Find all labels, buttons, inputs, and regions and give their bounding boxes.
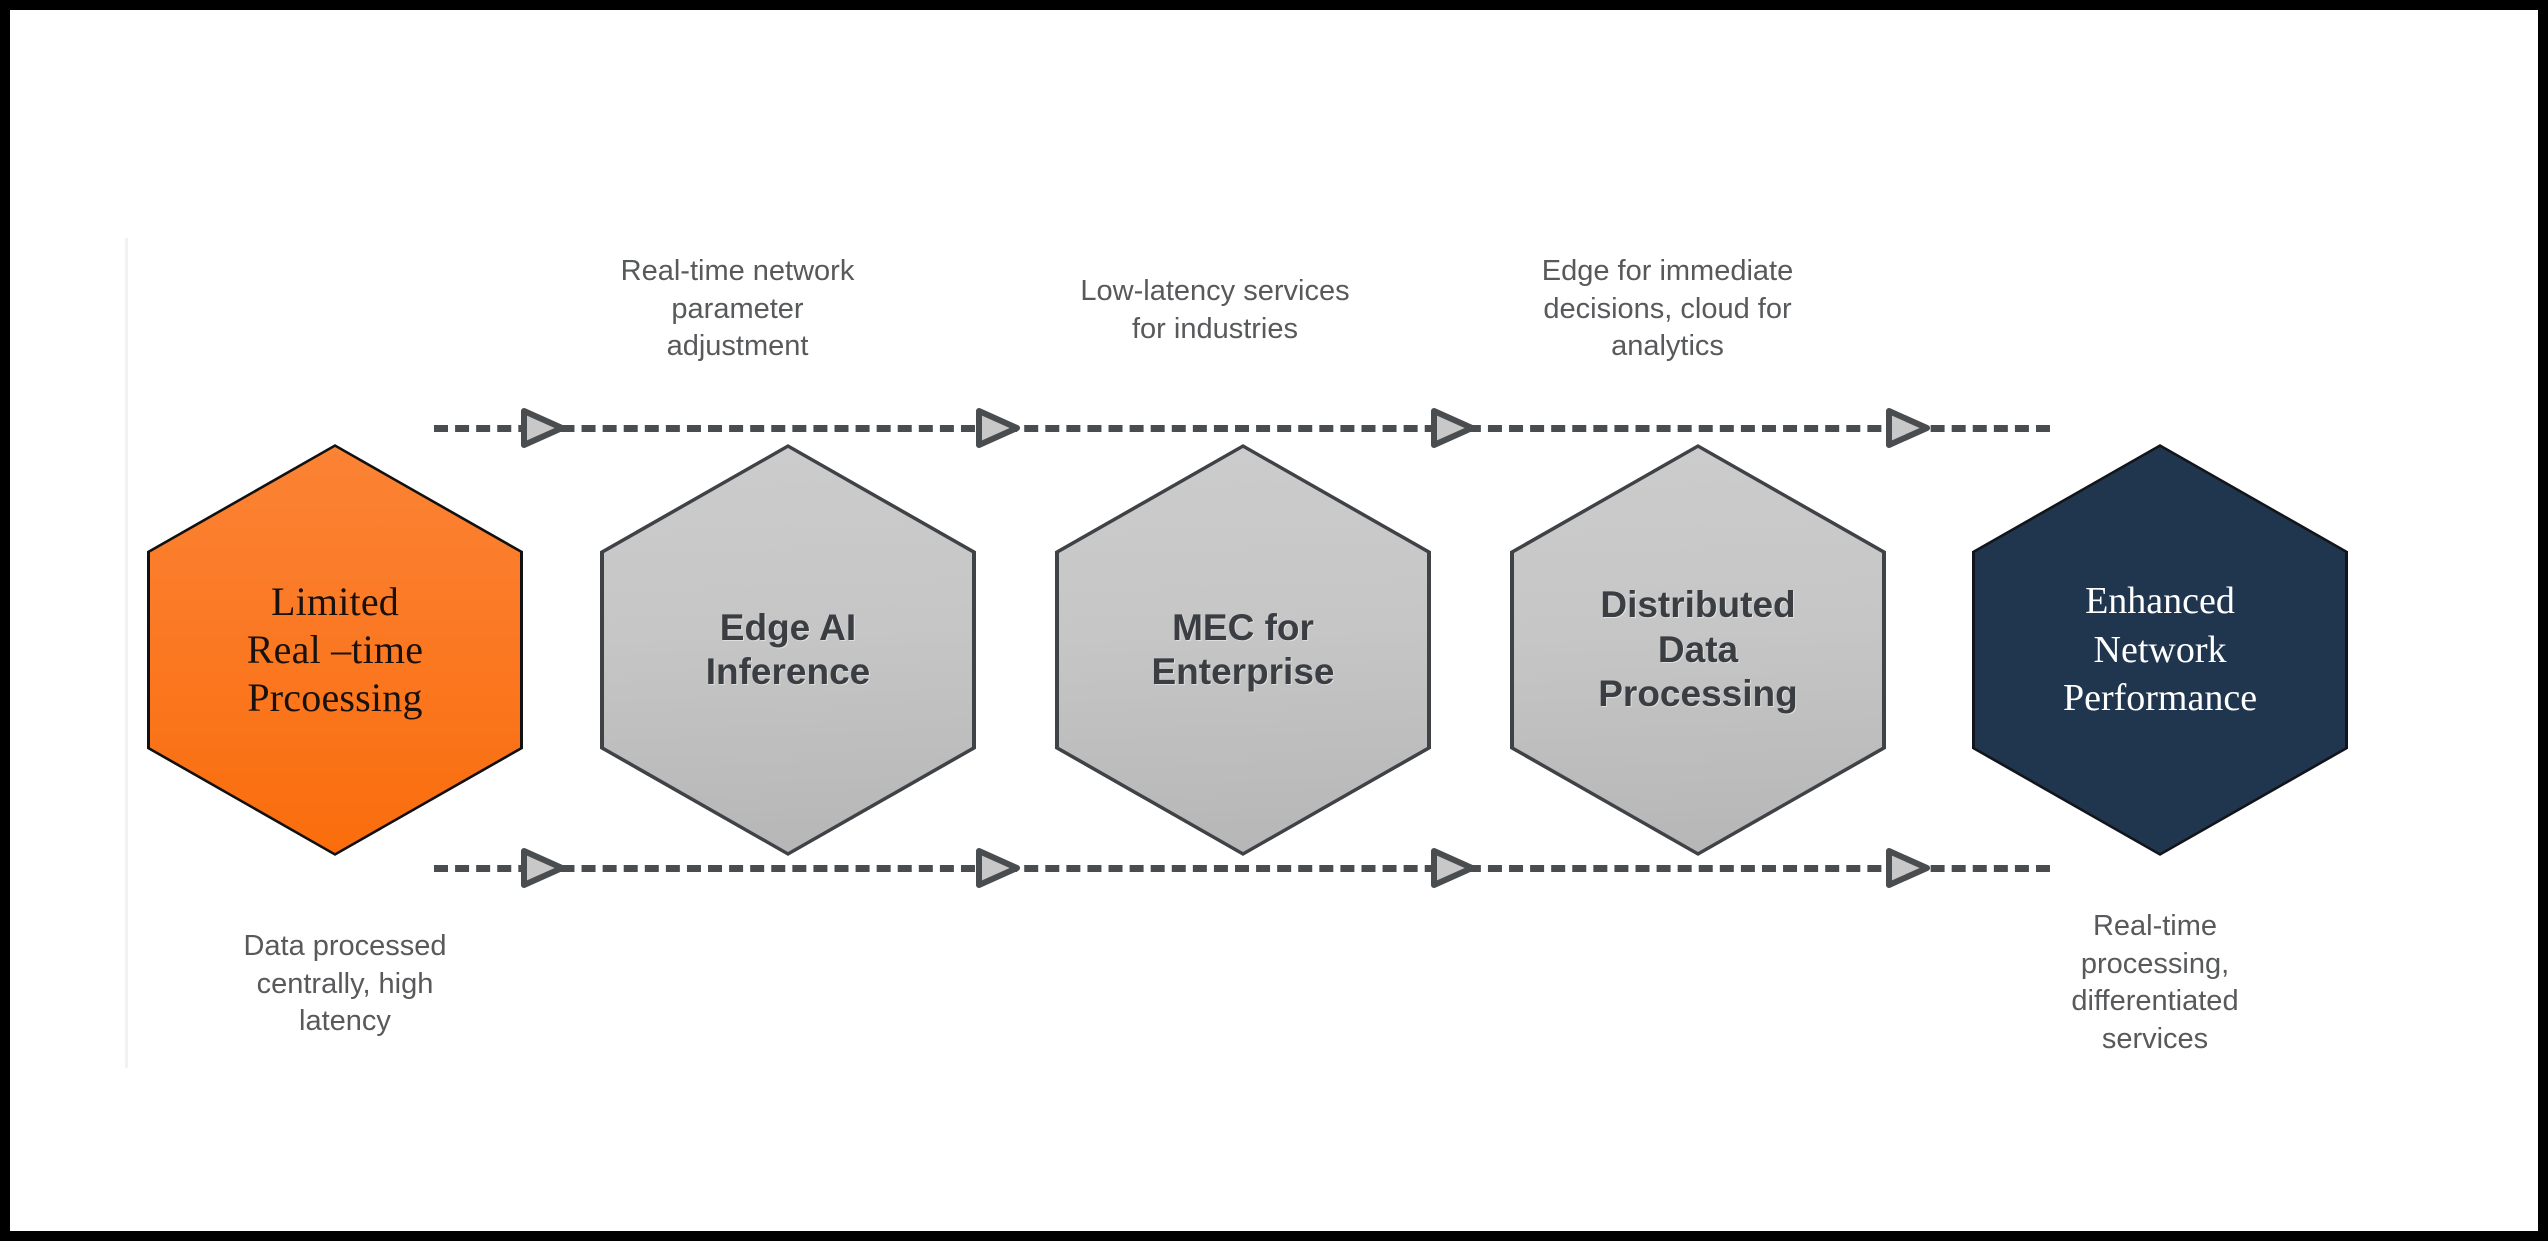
bottom-caption-2: Real-time processing, differentiated ser…: [2071, 910, 2239, 1056]
node-enhanced-network-performance[interactable]: Enhanced Network Performance: [1972, 444, 2348, 856]
node-mec-for-enterprise[interactable]: MEC for Enterprise: [1055, 444, 1431, 856]
hex-fill: [604, 448, 972, 852]
arrow-head-top-4: [1886, 408, 1930, 448]
hex-fill: [1514, 448, 1882, 852]
node-limited-real-time-processing[interactable]: Limited Real –time Prcoessing: [147, 444, 523, 856]
node-distributed-data-processing[interactable]: Distributed Data Processing: [1510, 444, 1886, 856]
arrow-head-bottom-4: [1886, 848, 1930, 888]
hex-fill: [150, 447, 520, 853]
arrow-head-bottom-2: [976, 848, 1020, 888]
top-caption-1: Real-time network parameter adjustment: [620, 255, 855, 363]
bottom-connector-row: [434, 848, 2050, 888]
bottom-caption-1: Data processed centrally, high latency: [243, 930, 447, 1038]
top-connector-row: [434, 408, 2050, 448]
vertical-guide-line: [125, 238, 128, 1068]
bottom-dashed-line: [434, 865, 2050, 872]
top-caption-2: Low-latency services for industries: [1080, 275, 1350, 345]
top-caption-3: Edge for immediate decisions, cloud for …: [1541, 255, 1794, 363]
arrow-head-bottom-1: [521, 848, 565, 888]
diagram-canvas: Real-time network parameter adjustment L…: [10, 10, 2538, 1231]
arrow-head-top-2: [976, 408, 1020, 448]
hex-fill: [1059, 448, 1427, 852]
arrow-head-top-1: [521, 408, 565, 448]
top-dashed-line: [434, 425, 2050, 432]
arrow-head-top-3: [1431, 408, 1475, 448]
node-edge-ai-inference[interactable]: Edge AI Inference: [600, 444, 976, 856]
hex-fill: [1975, 447, 2345, 853]
arrow-head-bottom-3: [1431, 848, 1475, 888]
